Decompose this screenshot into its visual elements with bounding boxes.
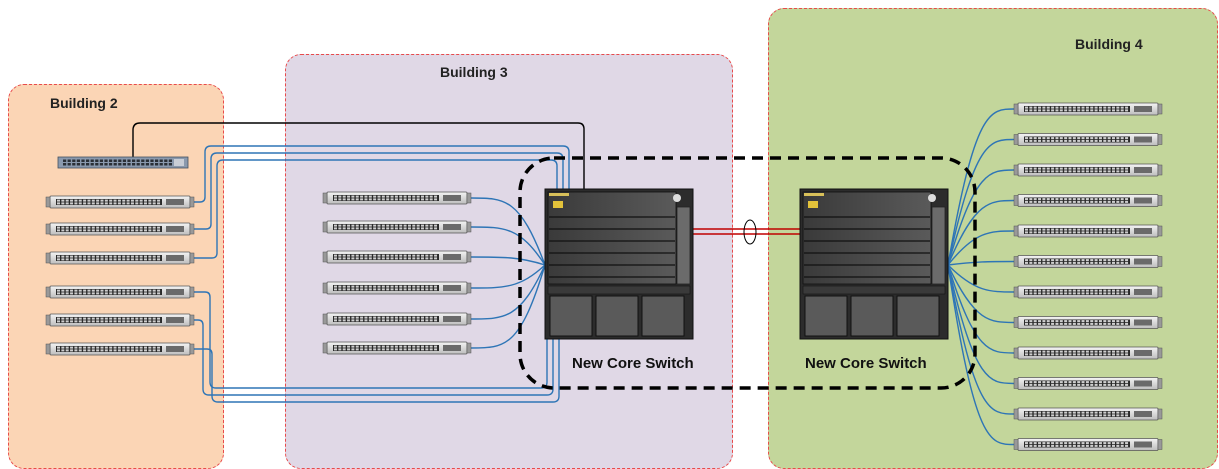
- building-2-zone: [8, 84, 224, 469]
- fiber-link-b4-4: [947, 199, 1015, 266]
- core-switch-b3: [544, 188, 694, 340]
- fiber-link-b4-9: [947, 264, 1015, 354]
- access-switch-b2-1: [45, 195, 195, 209]
- fiber-link-b3-4: [470, 264, 546, 289]
- building-2-label: Building 2: [50, 95, 118, 111]
- access-switch-b3-5: [322, 312, 472, 326]
- access-switch-b2-6: [45, 342, 195, 356]
- fiber-link-b3-1: [470, 197, 546, 266]
- access-switch-b4-2: [1013, 133, 1163, 146]
- access-switch-b3-1: [322, 191, 472, 205]
- access-switch-b4-12: [1013, 438, 1163, 451]
- fiber-link-b2-upper-3: [194, 159, 558, 259]
- lag-bundle-ellipse: [743, 219, 757, 245]
- access-switch-b3-3: [322, 250, 472, 264]
- building-3-label: Building 3: [440, 64, 508, 80]
- access-switch-b4-3: [1013, 163, 1163, 177]
- access-switch-b4-1: [1013, 102, 1163, 116]
- fiber-link-b2-lower-1: [194, 291, 548, 389]
- fiber-link-b4-2: [947, 138, 1015, 266]
- access-switch-b4-8: [1013, 316, 1163, 329]
- fiber-link-b2-lower-2: [194, 319, 554, 396]
- fiber-link-b2-upper-2: [194, 152, 564, 230]
- legacy-switch: [57, 156, 189, 169]
- access-switch-b2-2: [45, 222, 195, 236]
- core-switch-b3-label: New Core Switch: [572, 355, 694, 372]
- access-switch-b3-2: [322, 220, 472, 234]
- fiber-link-b3-2: [470, 226, 546, 266]
- building-4-label: Building 4: [1075, 36, 1143, 52]
- fiber-link-b4-7: [947, 264, 1015, 293]
- access-switch-b2-4: [45, 285, 195, 299]
- fiber-link-b4-3: [947, 169, 1015, 266]
- fiber-link-b4-12: [947, 264, 1015, 446]
- access-switch-b4-10: [1013, 377, 1163, 390]
- access-switch-b3-4: [322, 281, 472, 295]
- fiber-link-b2-upper-1: [194, 145, 570, 203]
- core-switch-b4-label: New Core Switch: [805, 355, 927, 372]
- fiber-link-b3-6: [470, 264, 546, 349]
- copper-link: [132, 122, 585, 189]
- access-switch-b4-4: [1013, 194, 1163, 207]
- core-group-border: [518, 156, 977, 390]
- fiber-link-b3-5: [470, 264, 546, 320]
- access-switch-b4-7: [1013, 285, 1163, 299]
- access-switch-b2-5: [45, 313, 195, 327]
- fiber-link-b2-lower-3: [194, 339, 560, 403]
- fiber-link-b4-10: [947, 264, 1015, 385]
- access-switch-b4-11: [1013, 407, 1163, 421]
- fiber-link-b4-11: [947, 264, 1015, 415]
- core-switch-b4: [799, 188, 949, 340]
- access-switch-b4-5: [1013, 224, 1163, 238]
- access-switch-b3-6: [322, 341, 472, 355]
- access-switch-b4-6: [1013, 255, 1163, 268]
- access-switch-b4-9: [1013, 346, 1163, 360]
- fiber-link-b4-1: [947, 108, 1015, 266]
- access-switch-b2-3: [45, 251, 195, 265]
- fiber-link-b4-6: [947, 260, 1015, 266]
- fiber-link-b3-3: [470, 256, 546, 266]
- fiber-link-b4-8: [947, 264, 1015, 324]
- fiber-link-b4-5: [947, 230, 1015, 266]
